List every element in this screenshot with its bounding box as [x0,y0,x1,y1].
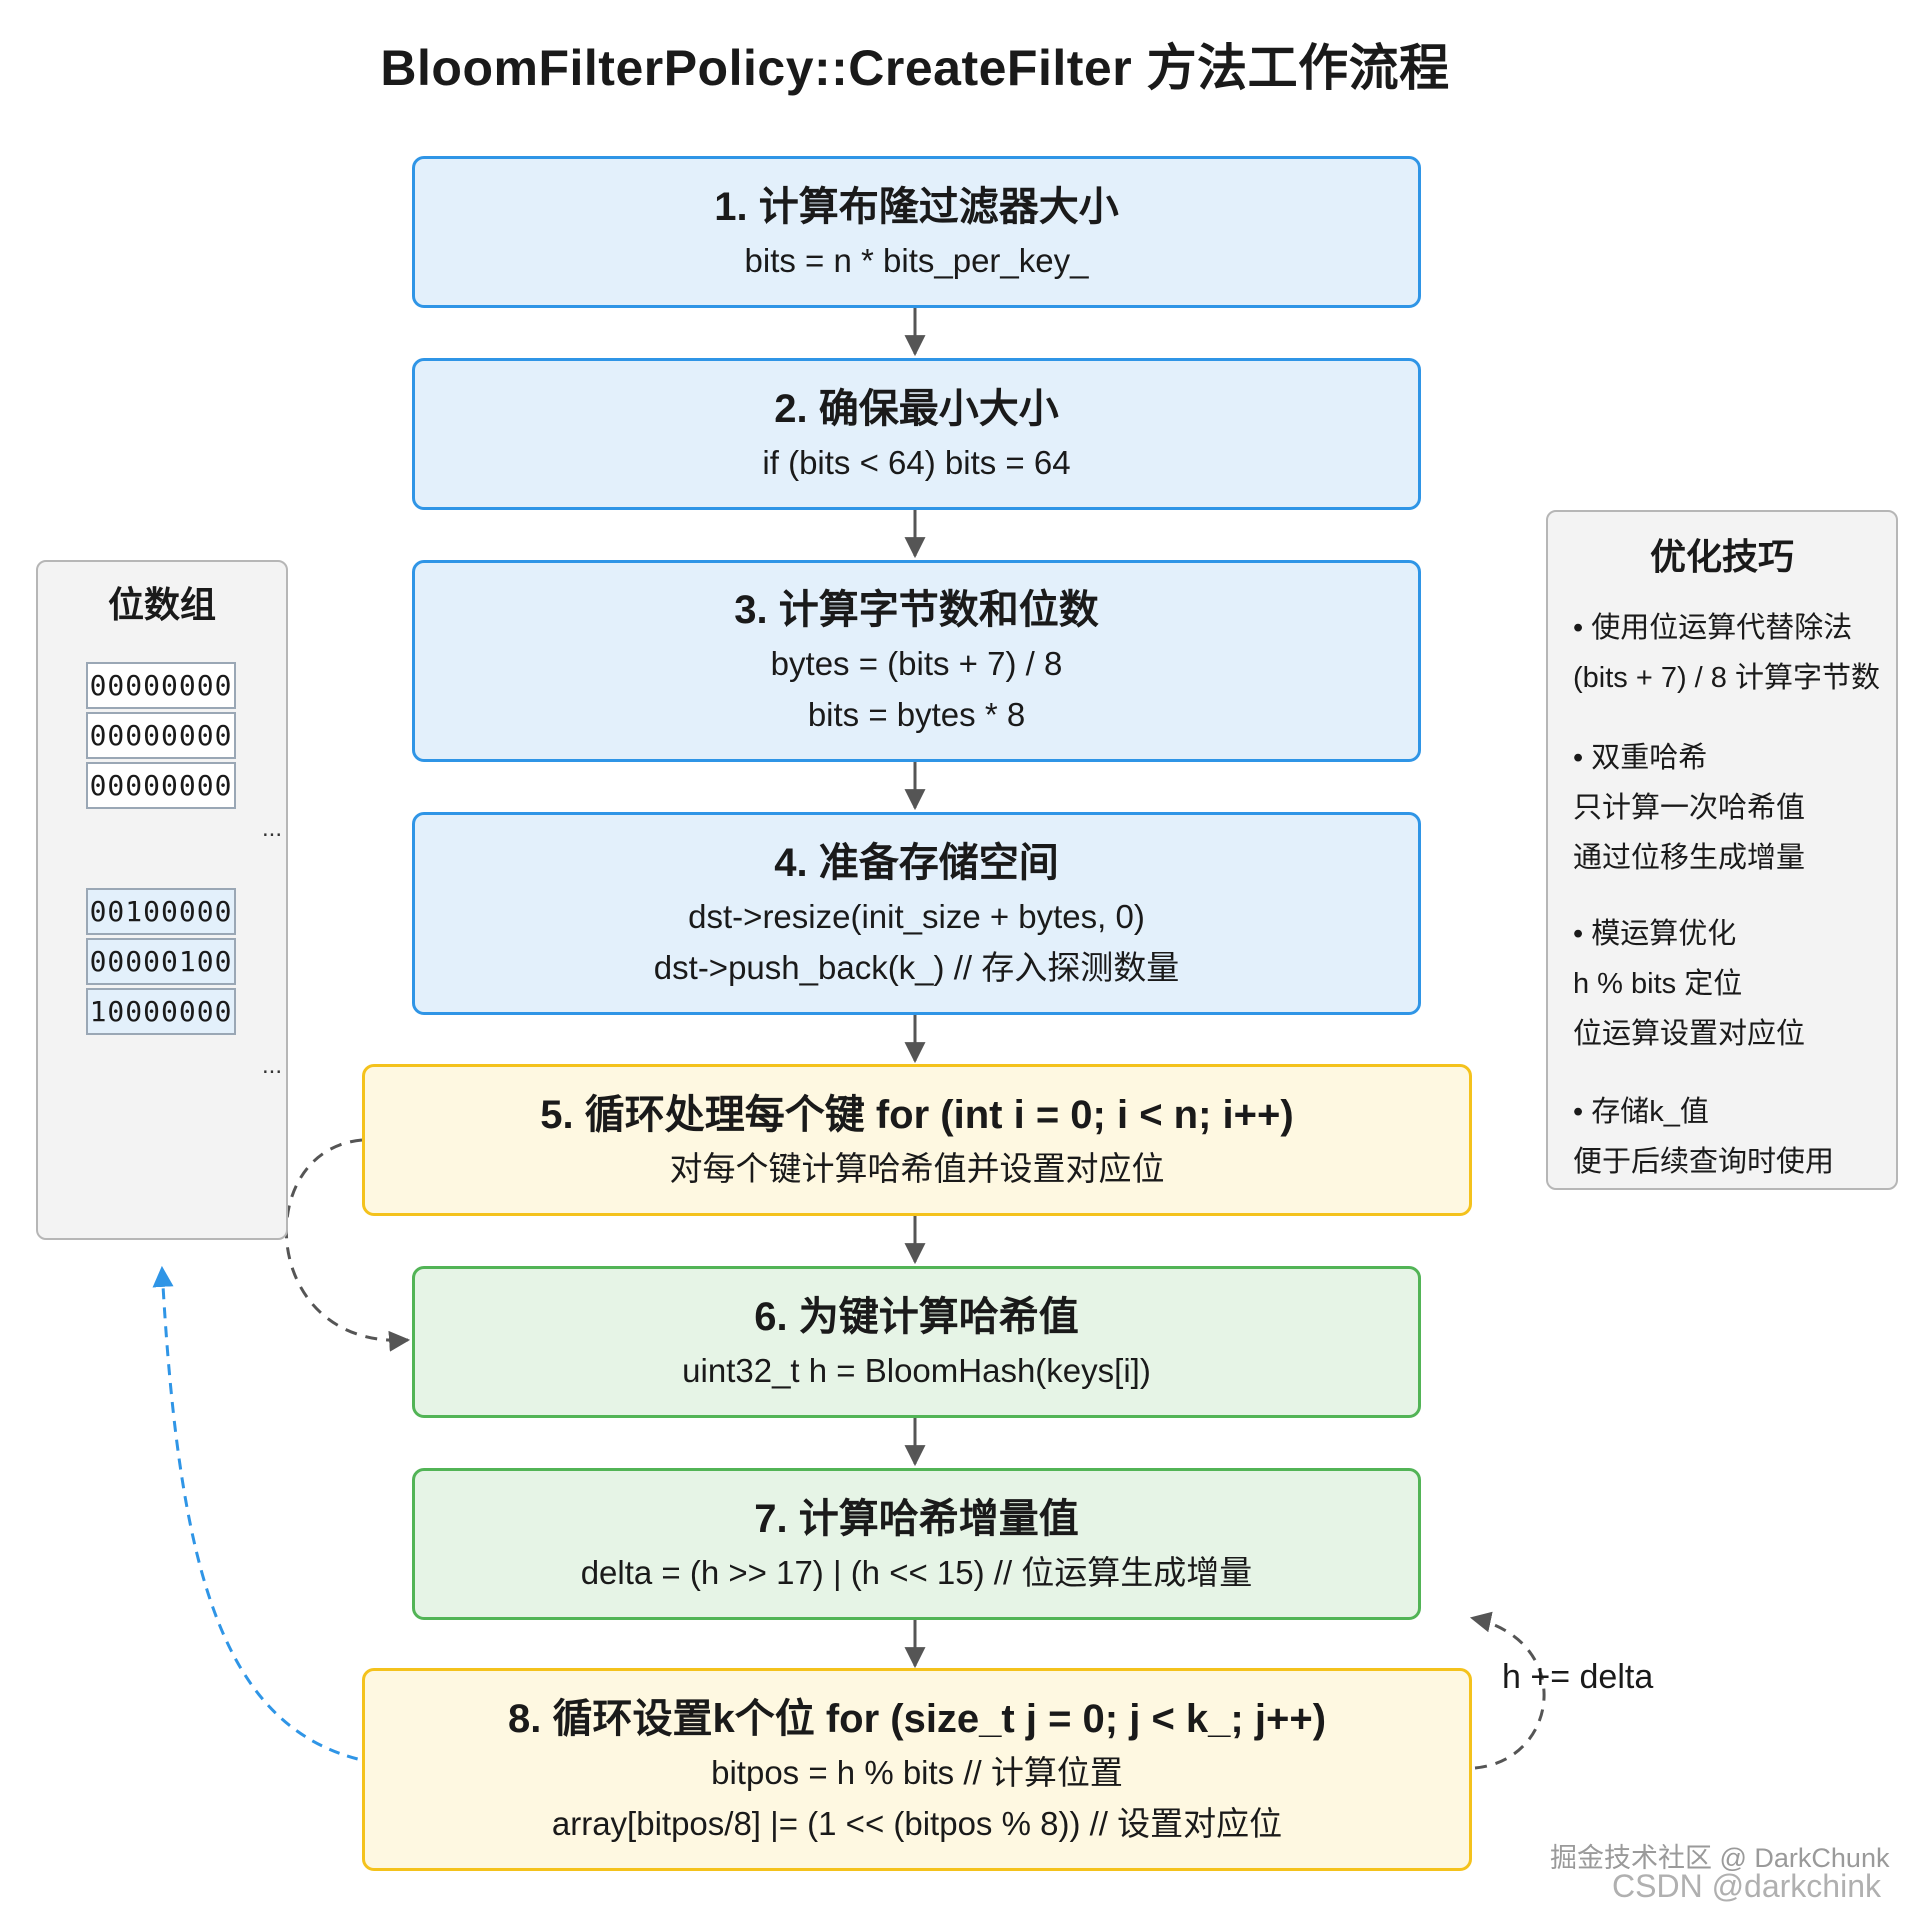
step-3-line-2: bits = bytes * 8 [807,696,1026,733]
step-4-line-1: dst->resize(init_size + bytes, 0) [688,897,1145,935]
step-4-heading: 4. 准备存储空间 [774,840,1059,885]
step-1-heading: 1. 计算布隆过滤器大小 [714,184,1119,229]
step-8-box: 8. 循环设置k个位 for (size_t j = 0; j < k_; j+… [362,1668,1472,1871]
bit-array-ellipsis: ... [262,815,283,842]
step-5-box: 5. 循环处理每个键 for (int i = 0; i < n; i++) 对… [362,1064,1472,1216]
step-3-line-1: bytes = (bits + 7) / 8 [770,645,1063,682]
tip-line: • 存储k_值 [1573,1096,1709,1128]
bit-array-panel: 位数组 00000000 00000000 00000000 ... 00100… [36,560,288,1240]
bit-array-ellipsis: ... [262,1052,283,1079]
step-1-box: 1. 计算布隆过滤器大小 bits = n * bits_per_key_ [412,156,1421,308]
tip-line: • 使用位运算代替除法 [1573,612,1853,644]
step-4-line-2: dst->push_back(k_) // 存入探测数量 [653,948,1180,986]
tip-line: h % bits 定位 [1573,968,1743,1000]
step-6-heading: 6. 为键计算哈希值 [754,1294,1079,1339]
step-8-heading: 8. 循环设置k个位 for (size_t j = 0; j < k_; j+… [507,1696,1327,1741]
step-2-line-1: if (bits < 64) bits = 64 [762,443,1071,481]
tip-line: 通过位移生成增量 [1573,842,1806,874]
tip-line: 便于后续查询时使用 [1573,1146,1835,1178]
step-4-box: 4. 准备存储空间 dst->resize(init_size + bytes,… [412,812,1421,1015]
tip-line: (bits + 7) / 8 计算字节数 [1573,662,1880,694]
diagram-title: BloomFilterPolicy::CreateFilter 方法工作流程 [380,40,1450,96]
bit-array-title: 位数组 [107,584,216,625]
step-5-line-1: 对每个键计算哈希值并设置对应位 [669,1149,1165,1187]
h-plus-delta-loop-arrow [1469,1611,1546,1770]
tip-line: • 双重哈希 [1573,742,1708,774]
tip-line: 只计算一次哈希值 [1573,792,1806,824]
step-3-heading: 3. 计算字节数和位数 [734,588,1099,632]
bit-cell-set: 00100000 [86,888,236,935]
tip-line: 位运算设置对应位 [1573,1018,1806,1050]
step-5-heading: 5. 循环处理每个键 for (int i = 0; i < n; i++) [540,1092,1294,1137]
step-6-box: 6. 为键计算哈希值 uint32_t h = BloomHash(keys[i… [412,1266,1421,1418]
bit-cell: 00000000 [86,762,236,809]
step-8-line-1: bitpos = h % bits // 计算位置 [711,1753,1123,1791]
watermark-csdn: CSDN @darkchink [1612,1868,1881,1904]
loop-5-to-6-arrow [284,1138,411,1352]
step-6-line-1: uint32_t h = BloomHash(keys[i]) [682,1351,1151,1389]
watermark-juejin: 掘金技术社区 @ DarkChunk [1550,1843,1890,1873]
bit-cell: 00000000 [86,712,236,759]
step-1-line-1: bits = n * bits_per_key_ [744,241,1089,279]
loop-label: h += delta [1502,1658,1654,1696]
step-7-box: 7. 计算哈希增量值 delta = (h >> 17) | (h << 15)… [412,1468,1421,1620]
tips-title: 优化技巧 [1649,536,1794,577]
step-3-box: 3. 计算字节数和位数 bytes = (bits + 7) / 8 bits … [412,560,1421,762]
step-7-heading: 7. 计算哈希增量值 [754,1496,1079,1541]
bit-cell-set: 00000100 [86,938,236,985]
bit-cell: 00000000 [86,662,236,709]
step-2-box: 2. 确保最小大小 if (bits < 64) bits = 64 [412,358,1421,510]
step-2-heading: 2. 确保最小大小 [774,386,1059,431]
bit-cell-set: 10000000 [86,988,236,1035]
tips-panel: 优化技巧 • 使用位运算代替除法 (bits + 7) / 8 计算字节数 • … [1546,510,1898,1190]
step-7-line-1: delta = (h >> 17) | (h << 15) // 位运算生成增量 [580,1553,1253,1591]
tip-line: • 模运算优化 [1573,918,1737,950]
step-8-line-2: array[bitpos/8] |= (1 << (bitpos % 8)) /… [551,1804,1283,1842]
